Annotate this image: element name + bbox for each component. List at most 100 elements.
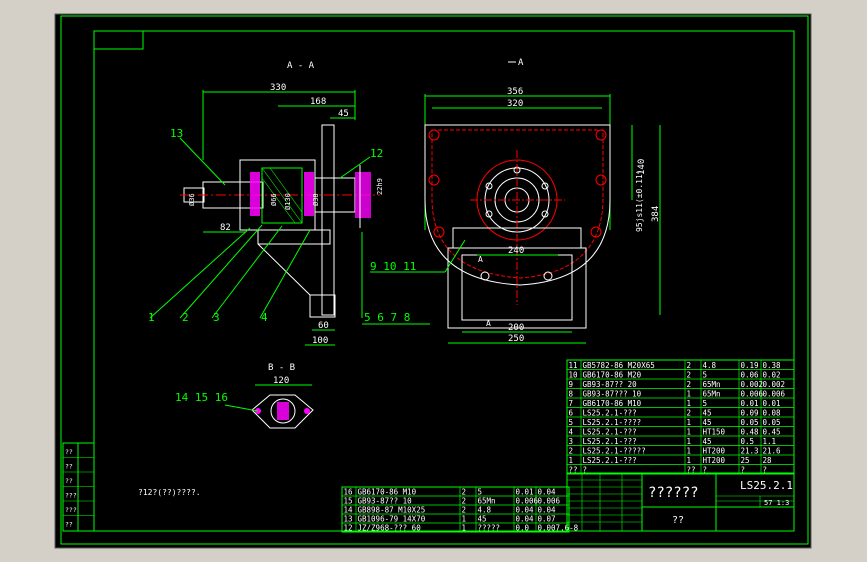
bom-lower-cell: 0.0 (516, 524, 530, 533)
side-row-label: ?? (65, 477, 73, 485)
bom-upper-cell: 0.05 (763, 418, 781, 427)
rib-line (257, 243, 311, 296)
bom-upper-cell: 0.45 (763, 428, 781, 437)
bom-upper-cell: LS25.2.1-??? (583, 437, 637, 446)
hatch-1 (261, 167, 303, 224)
top-left-code-box (93, 30, 144, 50)
bom-lower-cell: 15 (344, 497, 353, 506)
bom-upper-cell: 0.01 (763, 399, 781, 408)
bom-upper-cell: GB6170-86 M20 (583, 371, 642, 380)
bom-upper-cell: 5 (569, 418, 574, 427)
section-aa-title: A - A (287, 61, 315, 71)
bom-lower-cell: 5 (478, 488, 483, 497)
side-stamp-table: ?????????????? (62, 442, 95, 532)
bom-upper-cell: 1 (687, 437, 692, 446)
bom-upper-cell: GB6170-86 M10 (583, 399, 642, 408)
bom-lower-cell: 4.8 (478, 506, 492, 515)
dim-240: 240 (508, 246, 524, 256)
drawing-code: LS25.2.1 (740, 479, 793, 492)
bom-upper-cell: 45 (703, 409, 712, 418)
bom-upper-cell: GB5782-86 M20X65 (583, 361, 655, 370)
bom-lower-cell: 16 (344, 488, 354, 497)
dim-200: 200 (508, 323, 524, 333)
drawing-scale: 57 1:3 (764, 499, 789, 507)
dim-dia-130: Ø130 (284, 193, 292, 210)
dim-60: 60 (318, 321, 329, 331)
side-row-label: ?? (65, 448, 73, 456)
mounting-wall (321, 124, 335, 316)
bom-upper-cell: 0.01 (741, 399, 759, 408)
bom-upper-cell: LS25.2.1-??? (583, 456, 637, 465)
section-bb-title: B - B (268, 363, 295, 373)
dim-dia-66: Ø66 (270, 193, 278, 206)
foot-bracket (309, 294, 336, 318)
bom-upper-cell: LS25.2.1-???? (583, 418, 642, 427)
leader-14-16 (224, 404, 259, 412)
leader-13 (179, 137, 226, 186)
bom-upper-cell: 1 (687, 399, 692, 408)
balloon-1: 1 (148, 311, 155, 324)
bom-lower-cell: 0.04 (516, 515, 535, 524)
housing-outline (424, 124, 611, 286)
dim-22h9: 22h9 (376, 178, 384, 195)
flange-bore (270, 398, 296, 424)
bom-upper-cell: LS25.2.1-??? (583, 428, 637, 437)
bom-lower-cell: 1 (462, 524, 467, 533)
balloon-9-11: 9 10 11 (370, 260, 416, 273)
dim-82: 82 (220, 223, 231, 233)
bom-lower-cell: 0.006 (538, 497, 561, 506)
cut-label-a-top: A (478, 255, 483, 264)
bom-upper-cell: 1.1 (763, 437, 777, 446)
bolt-hole-ml (428, 174, 440, 186)
housing-inner-hidden (431, 129, 604, 279)
bom-upper-cell: 4 (569, 428, 574, 437)
bom-lower-cell: 0.04 (538, 488, 557, 497)
bom-upper-cell: 45 (703, 418, 712, 427)
bom-upper-cell: 2 (687, 371, 692, 380)
bom-upper-cell: LS25.2.1-??? (583, 409, 637, 418)
bom-upper-cell: 10 (569, 371, 579, 380)
leader-3 (211, 225, 283, 319)
bom-upper-cell: 25 (741, 456, 750, 465)
dim-320: 320 (507, 99, 523, 109)
balloon-5-8: 5 6 7 8 (364, 311, 410, 324)
bom-lower-cell: 65Mn (478, 497, 496, 506)
bom-lower-cell: 1 (462, 515, 467, 524)
dim-250: 250 (508, 334, 524, 344)
bom-upper-cell: 1 (687, 418, 692, 427)
bearing-left (250, 172, 260, 216)
bolt-hole-bl (433, 226, 445, 238)
bom-lower-cell: 0.01 (516, 488, 534, 497)
front-view: A 356 320 A (370, 58, 661, 344)
hatch-2 (269, 167, 303, 213)
bom-upper-cell: ? (703, 466, 708, 475)
bom-upper-cell: 65Mn (703, 390, 721, 399)
bom-upper-cell: 2 (687, 409, 692, 418)
model-space[interactable] (54, 13, 812, 549)
bom-upper-cell: 4.8 (703, 361, 717, 370)
balloon-12: 12 (370, 147, 383, 160)
bom-upper-cell: 2 (687, 380, 692, 389)
bom-lower-cell: 13 (344, 515, 353, 524)
bom-lower-cell: GB6170-86 M10 (358, 488, 417, 497)
bom-upper-cell: ?? (569, 466, 578, 475)
cut-label-a-bottom: A (486, 319, 491, 328)
bom-upper-cell: 6 (569, 409, 574, 418)
bom-upper-cell: 0.002 (763, 380, 786, 389)
side-row-label: ??? (65, 506, 77, 514)
bom-lower-cell: 2 (462, 506, 467, 515)
bom-upper-cell: 5 (703, 399, 708, 408)
bom-lower-cell: JZ/Z968-??? 60 (358, 524, 422, 533)
bom-upper-cell: HT150 (703, 428, 726, 437)
bom-upper-cell: 65Mn (703, 380, 721, 389)
bom-upper-cell: 0.006 (763, 390, 786, 399)
bom-upper-cell: 9 (569, 380, 574, 389)
leader-2 (179, 224, 263, 319)
dim-384: 384 (651, 206, 661, 222)
bom-upper-cell: 0.5 (741, 437, 755, 446)
bom-upper-cell: 7 (569, 399, 574, 408)
bom-upper-cell: 1 (569, 456, 574, 465)
